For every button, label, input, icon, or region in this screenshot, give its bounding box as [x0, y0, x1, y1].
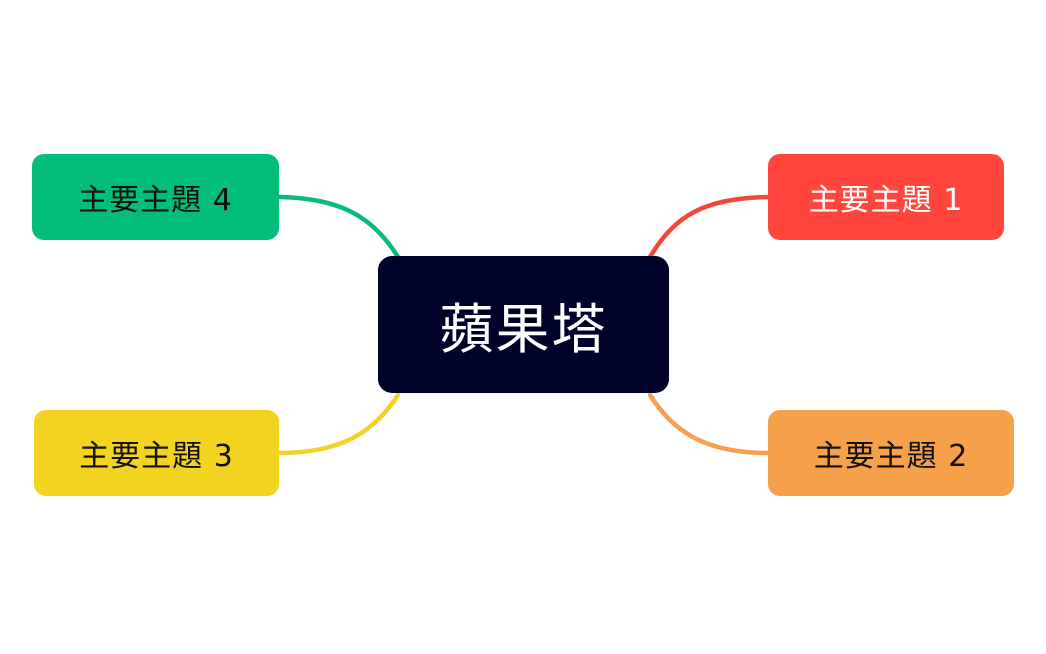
central-topic[interactable]: 蘋果塔: [378, 256, 669, 393]
main-topic-4[interactable]: 主要主題 4: [32, 154, 279, 240]
main-topic-2[interactable]: 主要主題 2: [768, 410, 1014, 496]
connector-topic-3: [276, 392, 401, 456]
main-topic-1-label: 主要主題 1: [808, 183, 964, 218]
connector-topic-4: [276, 194, 401, 260]
main-topic-3[interactable]: 主要主題 3: [34, 410, 279, 496]
main-topic-1[interactable]: 主要主題 1: [768, 154, 1004, 240]
main-topic-2-label: 主要主題 2: [813, 439, 969, 474]
central-topic-label: 蘋果塔: [439, 298, 608, 361]
main-topic-4-label: 主要主題 4: [78, 183, 233, 218]
connector-topic-1: [647, 194, 771, 260]
main-topic-3-label: 主要主題 3: [79, 439, 234, 474]
connector-topic-2: [647, 392, 771, 456]
